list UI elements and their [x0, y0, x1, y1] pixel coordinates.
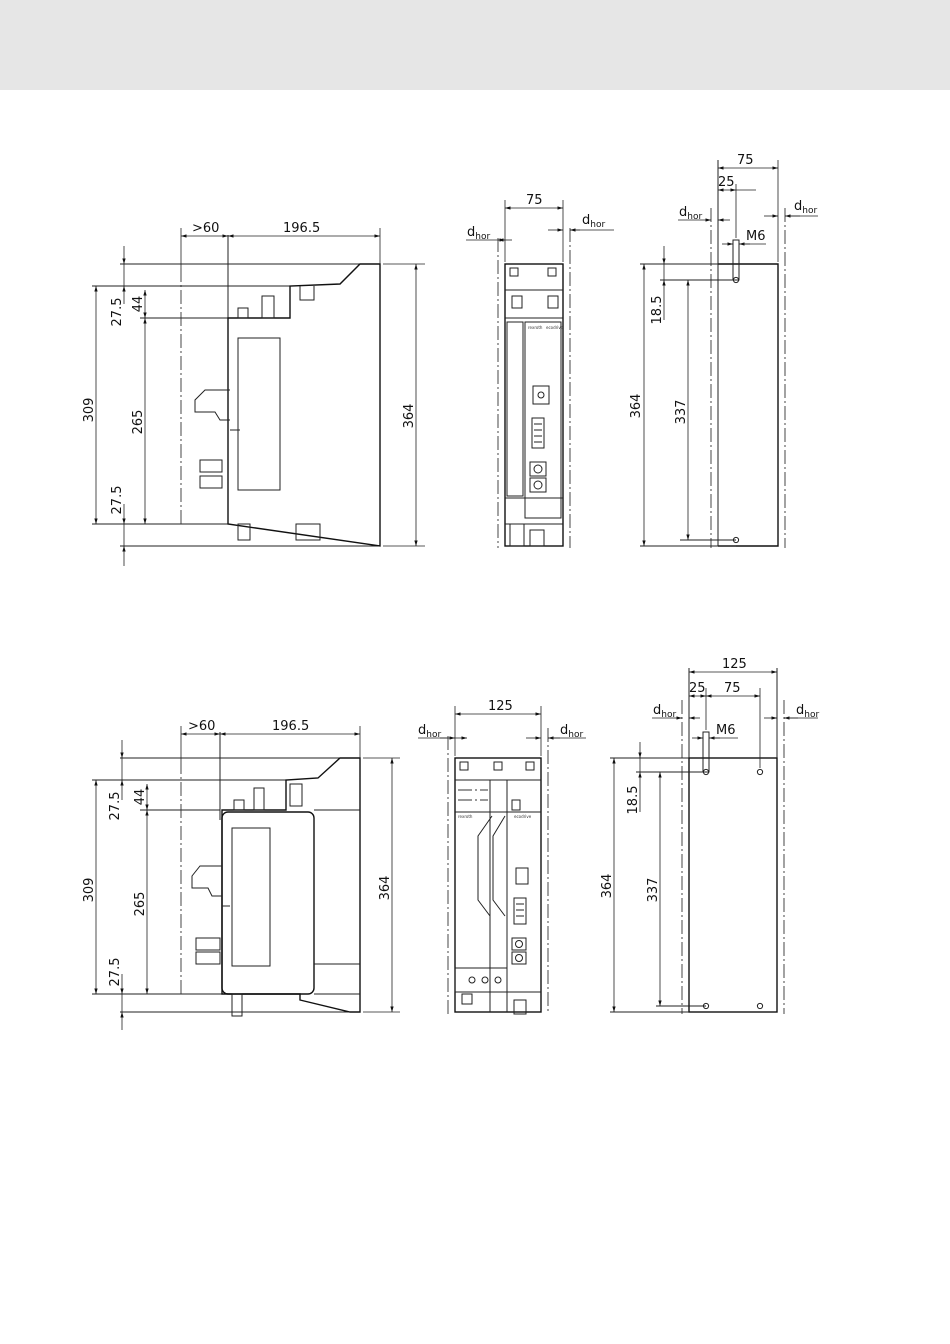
svg-text:ecodrive: ecodrive — [546, 325, 564, 330]
dim-364-side-top: 364 — [402, 404, 417, 429]
mounting-view-top — [640, 160, 785, 548]
dim-75-front-top: 75 — [526, 193, 543, 208]
dim-44-top: 44 — [131, 296, 146, 313]
dhor-mount-top-left: dhor — [679, 205, 702, 222]
dim-27-5-upper-bottom: 27.5 — [108, 792, 123, 821]
dim-337-top: 337 — [674, 400, 689, 425]
mounting-view-bottom-dims: 125 25 75 dhor dhor M6 364 18.5 337 — [600, 657, 819, 1012]
side-view-bottom — [92, 732, 360, 1016]
dim-27-5-upper-top: 27.5 — [110, 298, 125, 327]
front-view-bottom-dims: 125 dhor dhor — [418, 699, 586, 756]
dim-18-5-top: 18.5 — [650, 296, 665, 325]
mounting-view-top-dims: 75 25 dhor dhor M6 364 18.5 337 — [629, 153, 818, 546]
side-view-top — [92, 235, 380, 546]
side-view-top-dims: >60 196.5 364 309 27.5 44 265 27.5 — [82, 221, 425, 566]
dim-265-bottom: 265 — [133, 892, 148, 917]
dhor-front-top-right: dhor — [582, 213, 605, 230]
dim-25-mount-top: 25 — [718, 175, 735, 190]
svg-text:rexroth: rexroth — [528, 325, 543, 330]
dim-364-mount-top: 364 — [629, 394, 644, 419]
dhor-front-top-left: dhor — [467, 225, 490, 242]
dhor-front-bottom-left: dhor — [418, 723, 441, 740]
dim-196-bottom: 196.5 — [272, 719, 309, 734]
front-view-top-dims: 75 dhor dhor — [466, 193, 614, 262]
dim-309-top: 309 — [82, 398, 97, 423]
m6-label-bottom: M6 — [716, 723, 736, 738]
svg-text:ecodrive: ecodrive — [514, 814, 532, 819]
dhor-front-bottom-right: dhor — [560, 723, 583, 740]
dhor-mount-bottom-left: dhor — [653, 703, 676, 720]
front-view-top: rexroth ecodrive — [498, 228, 570, 548]
dim-337-bottom: 337 — [646, 878, 661, 903]
dim-25-mount-bottom: 25 — [689, 681, 706, 696]
mounting-view-bottom — [610, 668, 784, 1014]
dim-265-top: 265 — [131, 410, 146, 435]
dim-196-top: 196.5 — [283, 221, 320, 236]
front-view-bottom: rexroth ecodrive — [448, 728, 548, 1014]
dim-gt60-bottom: >60 — [188, 719, 215, 734]
dim-364-mount-bottom: 364 — [600, 874, 615, 899]
dim-75-mount-bottom: 75 — [724, 681, 741, 696]
dim-18-5-bottom: 18.5 — [626, 786, 641, 815]
dhor-mount-bottom-right: dhor — [796, 703, 819, 720]
svg-text:rexroth: rexroth — [458, 814, 473, 819]
dim-27-5-lower-bottom: 27.5 — [108, 958, 123, 987]
dim-44-bottom: 44 — [133, 789, 148, 806]
dim-364-side-bottom: 364 — [378, 876, 393, 901]
dim-125-front-bottom: 125 — [488, 699, 513, 714]
dim-125-mount-bottom: 125 — [722, 657, 747, 672]
dim-gt60-top: >60 — [192, 221, 219, 236]
dim-75-mount-top: 75 — [737, 153, 754, 168]
dim-27-5-lower-top: 27.5 — [110, 486, 125, 515]
side-view-bottom-dims: >60 196.5 364 309 27.5 44 265 27.5 — [82, 719, 400, 1030]
m6-label-top: M6 — [746, 229, 766, 244]
dim-309-bottom: 309 — [82, 878, 97, 903]
dhor-mount-top-right: dhor — [794, 199, 817, 216]
